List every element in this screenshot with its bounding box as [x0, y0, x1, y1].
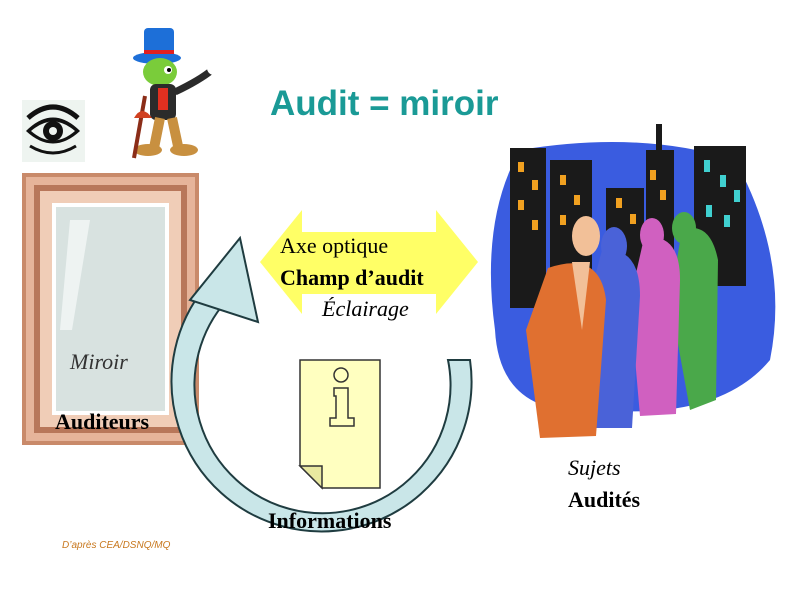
cycle-arrow [170, 235, 473, 533]
subjects-label: Sujets [568, 455, 621, 480]
double-arrow [260, 210, 478, 314]
auditors-label: Auditeurs [55, 409, 150, 434]
mirror-frame [22, 173, 199, 445]
people-group [526, 212, 718, 438]
page-title: Audit = miroir [270, 84, 499, 123]
cricket-mascot-icon [132, 28, 221, 159]
info-icon [329, 367, 355, 427]
informations-label: Informations [268, 508, 392, 533]
eye-icon [22, 100, 85, 162]
credit-text: D’après CEA/DSNQ/MQ [62, 540, 171, 551]
arrow-label-line1: Axe optique [280, 233, 389, 258]
audited-label: Audités [568, 487, 641, 512]
arrow-label-line2: Champ d’audit [280, 265, 424, 290]
document-icon [298, 359, 381, 490]
arrow-label-line3: Éclairage [322, 296, 409, 321]
mirror-label: Miroir [70, 349, 128, 374]
